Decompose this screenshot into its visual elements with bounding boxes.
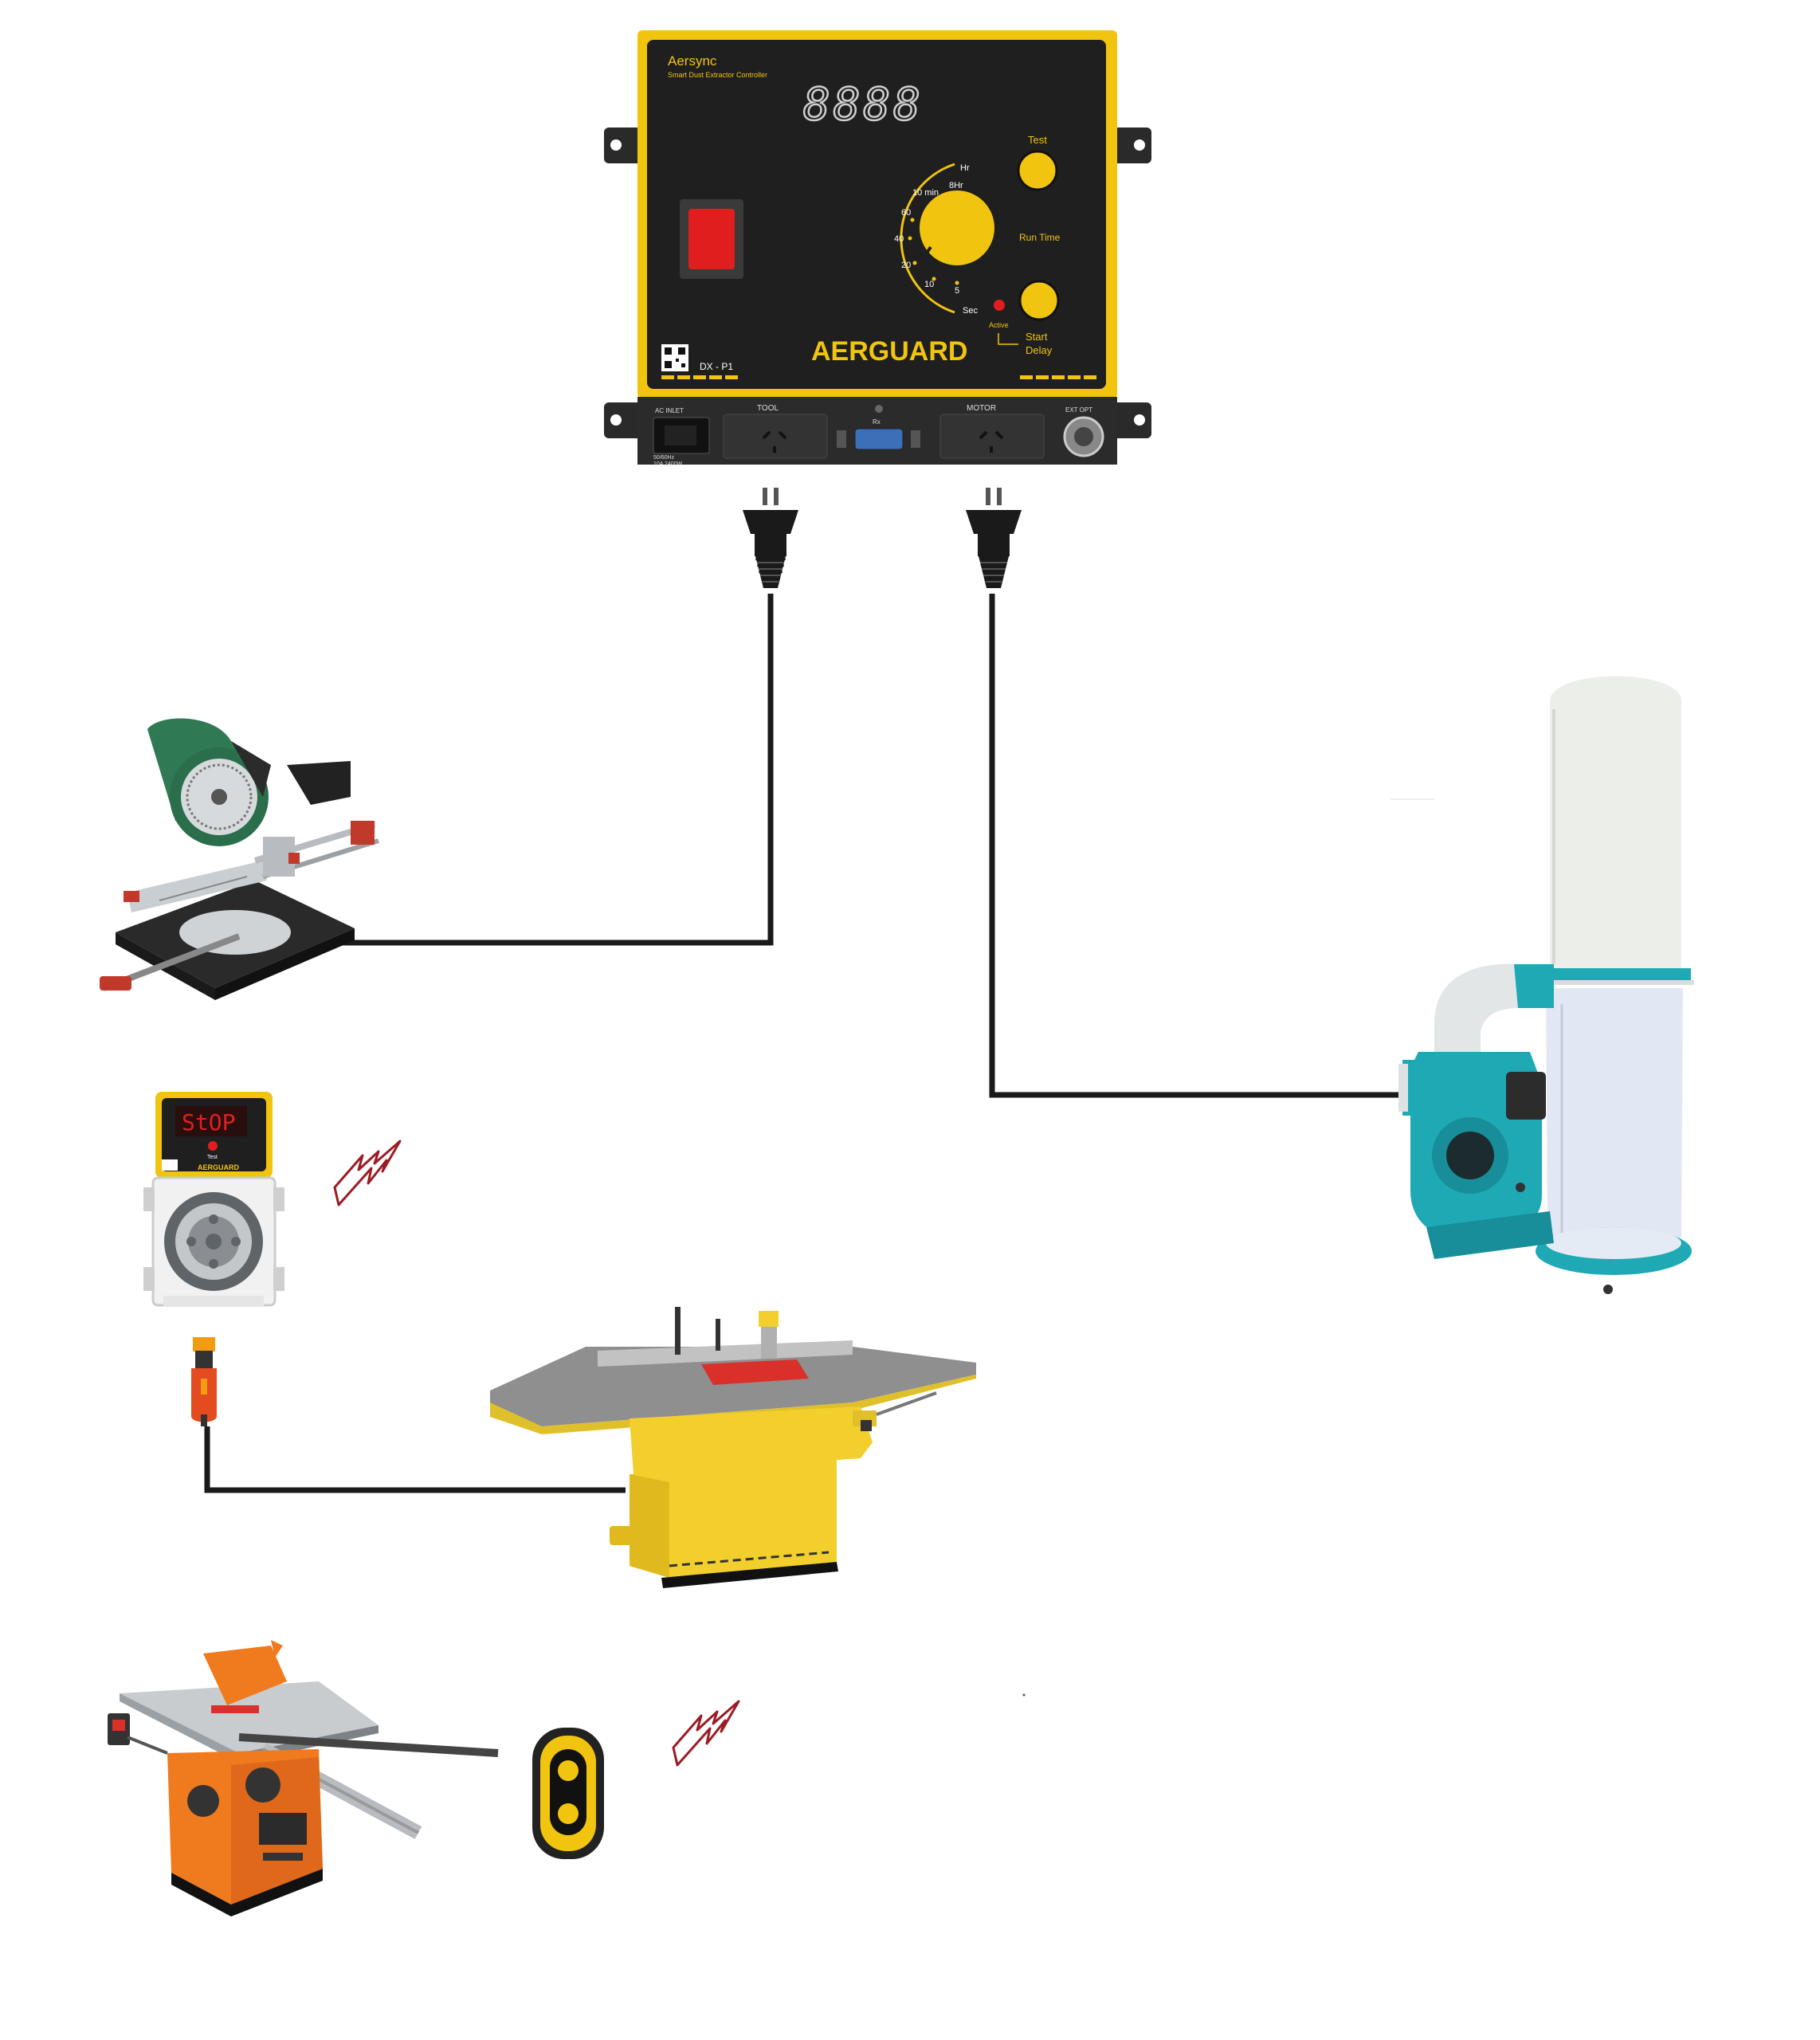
start-delay-label-2: Delay bbox=[1026, 344, 1053, 356]
rating-label-1: 50/60Hz bbox=[653, 455, 675, 461]
active-label: Active bbox=[989, 321, 1009, 329]
rx-label: Rx bbox=[873, 418, 881, 426]
rating-label-2: 10A 2400W bbox=[653, 461, 683, 467]
start-delay-button[interactable] bbox=[1020, 281, 1058, 320]
jointer-cable bbox=[207, 1426, 626, 1490]
wireless-sensor-unit: StOP Test AERGUARD bbox=[143, 1092, 284, 1426]
remote-button-1[interactable] bbox=[558, 1760, 579, 1781]
wireless-signal-icon bbox=[335, 1141, 400, 1205]
motor-port-label: MOTOR bbox=[967, 404, 996, 413]
run-time-label: Run Time bbox=[1019, 232, 1061, 243]
controller-brand: Aersync bbox=[668, 53, 717, 69]
test-button[interactable] bbox=[1018, 151, 1057, 190]
controller-subtitle: Smart Dust Extractor Controller bbox=[668, 71, 767, 79]
dust-extractor-image bbox=[1390, 677, 1694, 1295]
tool-plug bbox=[743, 488, 798, 588]
wireless-logo: AERGUARD bbox=[198, 1163, 240, 1171]
wireless-test-label: Test bbox=[207, 1155, 218, 1160]
ext-opt-label: EXT OPT bbox=[1065, 406, 1092, 414]
aerguard-logo: AERGUARD bbox=[811, 336, 967, 367]
dial-label-sec: Sec bbox=[963, 306, 978, 316]
jointer-image bbox=[490, 1307, 976, 1588]
test-label: Test bbox=[1028, 134, 1047, 146]
dial-label-10: 10 bbox=[924, 280, 934, 289]
tool-cable bbox=[343, 594, 771, 943]
remote-button-2[interactable] bbox=[558, 1803, 579, 1824]
mount-ear-right-top bbox=[1112, 128, 1151, 163]
motor-plug bbox=[966, 488, 1022, 588]
dial-label-10min: 10 min bbox=[912, 188, 939, 198]
dial-label-8hr: 8Hr bbox=[949, 181, 963, 190]
motor-cable bbox=[992, 594, 1398, 1095]
dial-label-20: 20 bbox=[901, 261, 911, 270]
table-saw-image bbox=[108, 1640, 498, 1916]
wireless-test-button[interactable] bbox=[208, 1141, 218, 1151]
dial-label-5: 5 bbox=[955, 286, 959, 296]
power-switch[interactable] bbox=[688, 209, 735, 269]
model-label: DX - P1 bbox=[700, 361, 733, 372]
segment-display: 8888 bbox=[803, 79, 924, 131]
remote-signal-icon bbox=[673, 1701, 739, 1765]
rx-port[interactable] bbox=[855, 429, 903, 449]
start-delay-label-1: Start bbox=[1026, 331, 1048, 343]
tool-port-label: TOOL bbox=[757, 404, 779, 413]
wireless-display: StOP bbox=[182, 1109, 235, 1136]
run-time-knob[interactable] bbox=[920, 190, 994, 265]
active-led bbox=[994, 300, 1005, 311]
dust-extractor-controller: Aersync Smart Dust Extractor Controller … bbox=[604, 30, 1151, 467]
ac-inlet-label: AC INLET bbox=[655, 407, 684, 414]
dial-label-hr: Hr bbox=[960, 163, 970, 173]
mitre-saw-image bbox=[100, 718, 379, 1000]
dial-label-40: 40 bbox=[894, 234, 904, 244]
dial-label-60: 60 bbox=[901, 208, 911, 218]
wireless-remote bbox=[532, 1728, 604, 1859]
mount-ear-right-bottom bbox=[1112, 402, 1151, 438]
